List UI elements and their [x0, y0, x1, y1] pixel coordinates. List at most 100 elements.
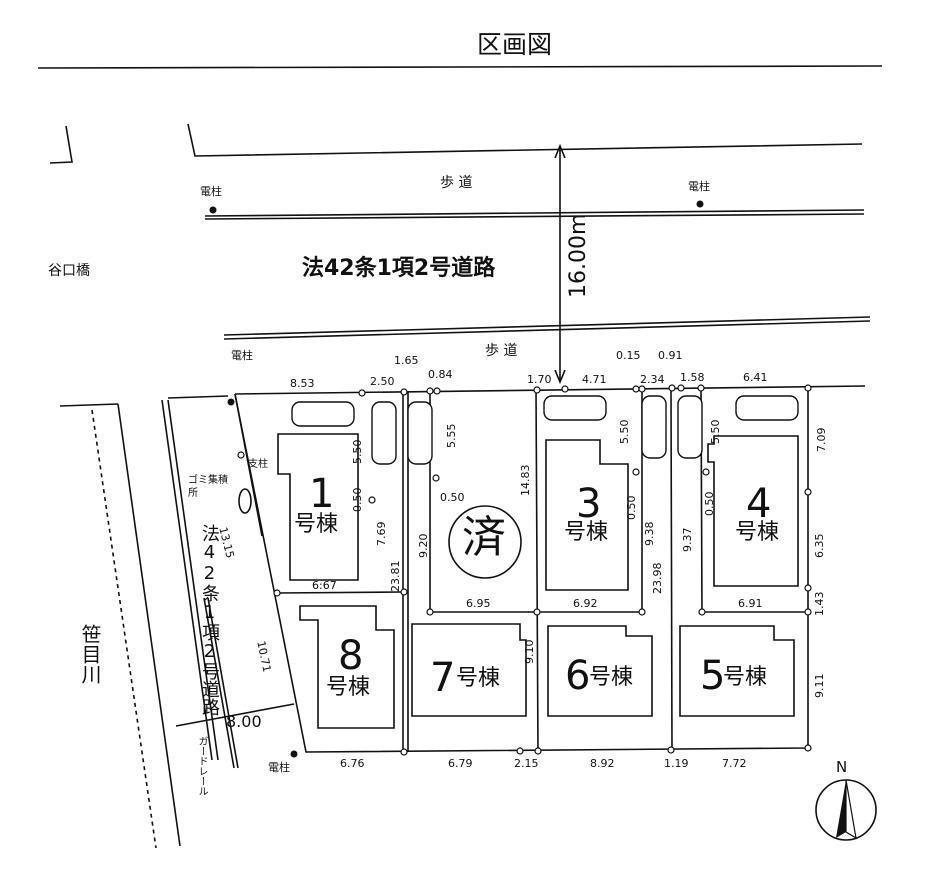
- dim-label: 5.50: [709, 419, 722, 445]
- dim-label: 1.58: [680, 371, 705, 384]
- car-icon: [371, 401, 397, 465]
- pole-label: 電柱: [231, 349, 253, 362]
- dim-label: 9.10: [523, 639, 536, 665]
- dim-label: 5.50: [351, 439, 364, 465]
- boundary-point: [668, 384, 676, 392]
- lot-label: 号棟: [564, 520, 609, 545]
- upper-sidewalk-label: 歩 道: [440, 175, 473, 191]
- dim-label: 6.79: [448, 757, 473, 770]
- boundary-point: [533, 386, 541, 394]
- boundary-point: [638, 385, 646, 393]
- bldg-7: [411, 623, 527, 717]
- lot-label: 号棟: [735, 520, 780, 545]
- boundary-point: [632, 468, 640, 476]
- sold-circle: [448, 505, 522, 579]
- river-bank-dashed: [91, 409, 157, 849]
- boundary-point: [534, 747, 542, 755]
- bldg-3: [545, 439, 629, 591]
- road-upper-edge: [187, 123, 863, 157]
- lot-label: 号棟: [294, 512, 339, 537]
- dim-label: 9.11: [813, 673, 826, 699]
- boundary-point: [804, 488, 812, 496]
- boundary-point: [426, 387, 434, 395]
- corner-mark: [49, 125, 73, 164]
- guardrail-line-2: [207, 597, 239, 769]
- side-road-width-line: [175, 703, 295, 727]
- lot-label: 号棟: [723, 665, 768, 690]
- dim-label: 9.37: [681, 527, 694, 553]
- dim-label: 7.09: [815, 427, 828, 453]
- dim-label: 6.41: [743, 371, 768, 384]
- boundary-point: [804, 608, 812, 616]
- boundary-point: [632, 385, 640, 393]
- boundary-point: [698, 608, 706, 616]
- boundary-point: [516, 747, 524, 755]
- lot-label: 号棟: [456, 666, 501, 691]
- dim-label: 6.76: [340, 757, 365, 770]
- boundary-point: [433, 387, 441, 395]
- lot-number: 6: [565, 653, 591, 699]
- bldg-4: [707, 435, 799, 587]
- boundary-point: [804, 584, 812, 592]
- boundary-point: [677, 384, 685, 392]
- boundary-point: [273, 589, 281, 597]
- bldg-6: [547, 625, 653, 717]
- arrow-head-top: [554, 143, 566, 159]
- side-road-width: 8.00: [226, 712, 262, 731]
- arrow-head-bottom: [554, 369, 566, 385]
- dim-label: 6:67: [312, 579, 337, 592]
- div-3: [535, 389, 539, 753]
- bldg-5: [679, 625, 795, 717]
- upper-curb-a: [204, 209, 865, 217]
- utility-pole-icon: [696, 200, 704, 208]
- dim-label: 2.50: [370, 375, 395, 388]
- boundary-point: [400, 588, 408, 596]
- title-underline: [37, 65, 883, 69]
- guardrail-line: [203, 597, 235, 769]
- frontage-line: [234, 385, 866, 395]
- boundary-point: [702, 468, 710, 476]
- dim-label: 1.43: [813, 591, 826, 617]
- road-name: 法42条1項2号道路: [302, 256, 496, 281]
- boundary-point: [638, 608, 646, 616]
- sold-mark: 済: [462, 512, 506, 563]
- dim-label: 6.95: [466, 597, 491, 610]
- utility-pole-icon: [290, 750, 298, 758]
- car-icon: [291, 401, 355, 427]
- dim-label: 9.20: [417, 533, 430, 559]
- lot-number: 4: [746, 481, 772, 527]
- dim-label: 0.91: [658, 349, 683, 362]
- boundary-point: [237, 451, 245, 459]
- dim-label: 23.98: [651, 562, 664, 595]
- dim-label: 0.50: [440, 491, 465, 504]
- dim-label: 6.35: [813, 533, 826, 559]
- dim-label: 1.65: [394, 354, 419, 367]
- dim-label: 8.53: [290, 377, 315, 390]
- page-title: 区画図: [477, 30, 553, 59]
- lower-curb-a: [223, 316, 871, 336]
- lot-number: 1: [309, 471, 335, 517]
- div-5: [670, 387, 673, 753]
- boundary-point: [667, 746, 675, 754]
- dim-label: 5.50: [618, 419, 631, 445]
- dim-label: 0.84: [428, 368, 453, 381]
- lot-number: 8: [338, 633, 364, 679]
- dim-label: 0.50: [703, 491, 716, 517]
- upper-curb-b: [204, 213, 865, 220]
- lot-number: 5: [700, 653, 726, 699]
- boundary-point: [358, 389, 366, 397]
- boundary-point: [400, 748, 408, 756]
- dim-label: 1.19: [664, 757, 689, 770]
- dim-label: 7.72: [722, 757, 747, 770]
- side-road-label: 法42条1項2号道路: [199, 524, 220, 716]
- boundary-point: [533, 608, 541, 616]
- compass-needle-light: [845, 779, 857, 840]
- garbage-ellipse: [238, 488, 252, 514]
- car-icon: [543, 395, 607, 421]
- dim-label: 7.69: [375, 521, 388, 547]
- support-pole-label: 支柱: [248, 459, 268, 470]
- dim-label: 0.15: [616, 349, 641, 362]
- road-width-label: 16.00m: [566, 213, 591, 298]
- garbage-station-label: ゴミ集積所: [188, 475, 228, 499]
